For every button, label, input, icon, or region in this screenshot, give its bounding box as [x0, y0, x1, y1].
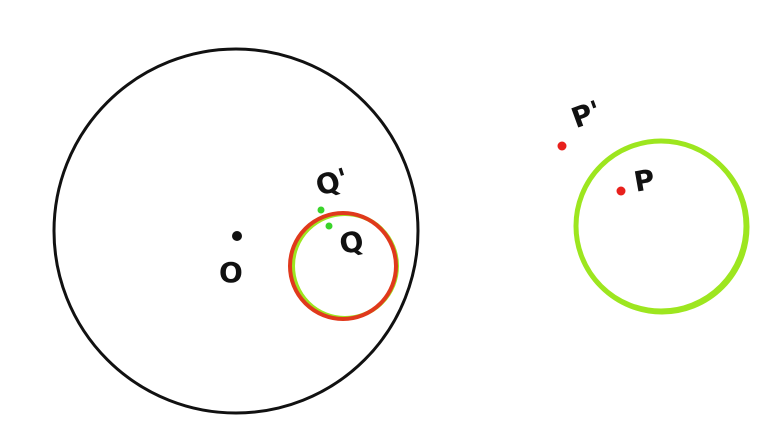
- label-q: Q: [337, 224, 367, 261]
- point-p: [616, 186, 626, 196]
- green-outer-circle: [574, 139, 750, 315]
- label-q-prime: Q': [312, 161, 353, 202]
- point-o: [232, 231, 242, 241]
- point-q: [325, 222, 333, 230]
- label-p-prime: P': [567, 94, 606, 135]
- point-q-prime: [317, 206, 325, 214]
- label-o: O: [219, 256, 243, 289]
- label-p: P: [631, 163, 657, 199]
- large-inversion-circle: [52, 47, 420, 415]
- red-inner-circle: [288, 211, 398, 321]
- point-p-prime: [557, 141, 567, 151]
